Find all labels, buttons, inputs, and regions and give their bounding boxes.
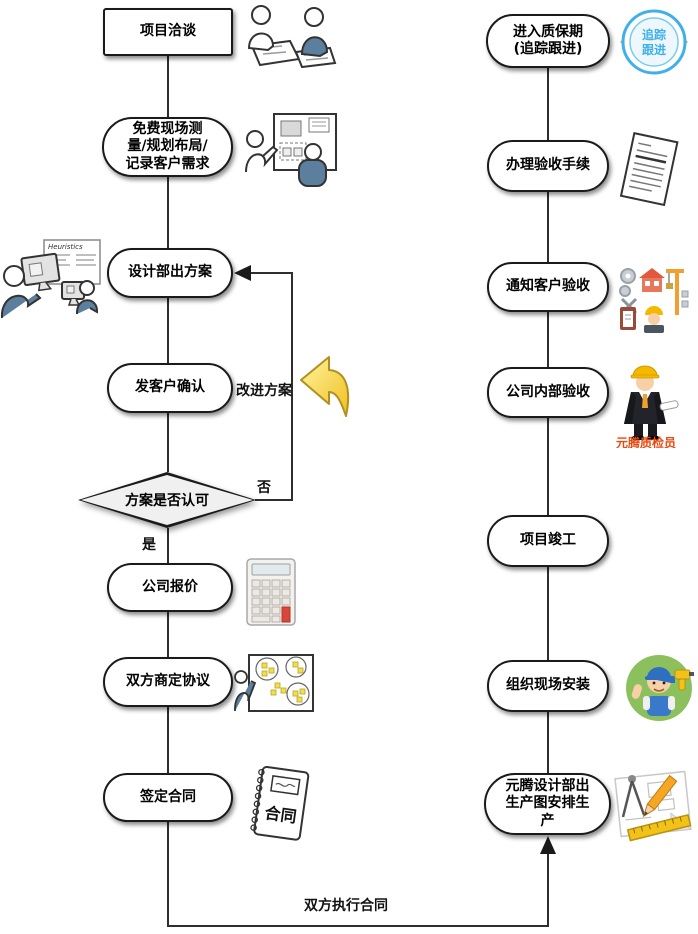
warranty-badge-icon: 追踪 跟进 [619, 7, 689, 77]
node-onsite-installation: 组织现场安装 [487, 660, 609, 712]
node-free-site-survey: 免费现场测 量/规划布局/ 记录客户需求 [102, 117, 233, 177]
installer-worker-icon [623, 650, 695, 722]
inspector-text: 元腾质检员 [616, 435, 676, 448]
node-sign-contract: 签定合同 [103, 773, 233, 822]
node-label: 发客户确认 [135, 379, 205, 396]
arrowhead-up-production [540, 836, 556, 854]
whiteboard-presentation-icon [243, 110, 340, 188]
node-project-completion: 项目竣工 [487, 515, 609, 567]
negotiation-people-icon [238, 4, 338, 72]
node-label: 方案是否认可 [125, 493, 209, 509]
acceptance-document-icon [616, 132, 682, 208]
calculator-icon [246, 558, 296, 626]
node-warranty-period: 进入质保期 (追踪跟进) [486, 14, 610, 68]
node-label: 双方商定协议 [126, 673, 210, 690]
node-label: 组织现场安装 [506, 677, 590, 694]
node-label: 设计部出方案 [128, 264, 212, 281]
node-negotiate-agreement: 双方商定协议 [103, 657, 233, 707]
design-team-icon: Heuristics [0, 238, 104, 330]
arrowhead-left-design [234, 265, 251, 281]
improve-arrow-icon [296, 352, 352, 428]
contract-text: 合同 [263, 803, 297, 826]
node-customer-confirm: 发客户确认 [107, 363, 233, 413]
edge-label-yes: 是 [142, 537, 156, 553]
node-label: 签定合同 [140, 788, 196, 805]
badge-text-line2: 跟进 [642, 42, 666, 57]
node-company-quotation: 公司报价 [107, 563, 233, 612]
node-label: 通知客户验收 [506, 278, 590, 295]
node-label: 项目洽谈 [140, 23, 196, 40]
node-production-drawings: 元腾设计部出 生产图安排生 产 [484, 773, 611, 835]
production-drawing-icon [610, 765, 696, 845]
decision-proposal-approved: 方案是否认可 [78, 472, 256, 528]
node-label: 项目竣工 [520, 532, 576, 549]
node-label: 免费现场测 量/规划布局/ 记录客户需求 [125, 120, 210, 172]
heuristics-doc-title: Heuristics [48, 243, 83, 251]
diamond-shape [78, 472, 256, 528]
quality-inspector-icon: 元腾质检员 [600, 356, 692, 448]
edge-label-no: 否 [257, 480, 271, 496]
node-label: 公司报价 [142, 578, 198, 595]
node-label: 公司内部验收 [506, 383, 590, 400]
node-project-negotiation: 项目洽谈 [103, 8, 233, 56]
node-label: 元腾设计部出 生产图安排生 产 [505, 777, 590, 829]
node-internal-acceptance: 公司内部验收 [487, 367, 609, 418]
badge-text-line1: 追踪 [642, 27, 666, 42]
construction-site-icon [616, 263, 692, 333]
edge-feedback-no [250, 272, 293, 501]
agreement-board-icon [233, 653, 315, 715]
edge-execute-contract [167, 822, 549, 927]
node-label: 办理验收手续 [506, 157, 590, 174]
node-design-proposal: 设计部出方案 [107, 248, 233, 298]
contract-notebook-icon: 合同 [244, 763, 314, 848]
node-label: 进入质保期 (追踪跟进) [513, 23, 583, 58]
node-acceptance-procedures: 办理验收手续 [487, 140, 609, 192]
edge-label-improve-proposal: 改进方案 [236, 383, 292, 399]
node-notify-customer-acceptance: 通知客户验收 [487, 262, 609, 312]
edge-label-execute-contract: 双方执行合同 [304, 898, 388, 914]
